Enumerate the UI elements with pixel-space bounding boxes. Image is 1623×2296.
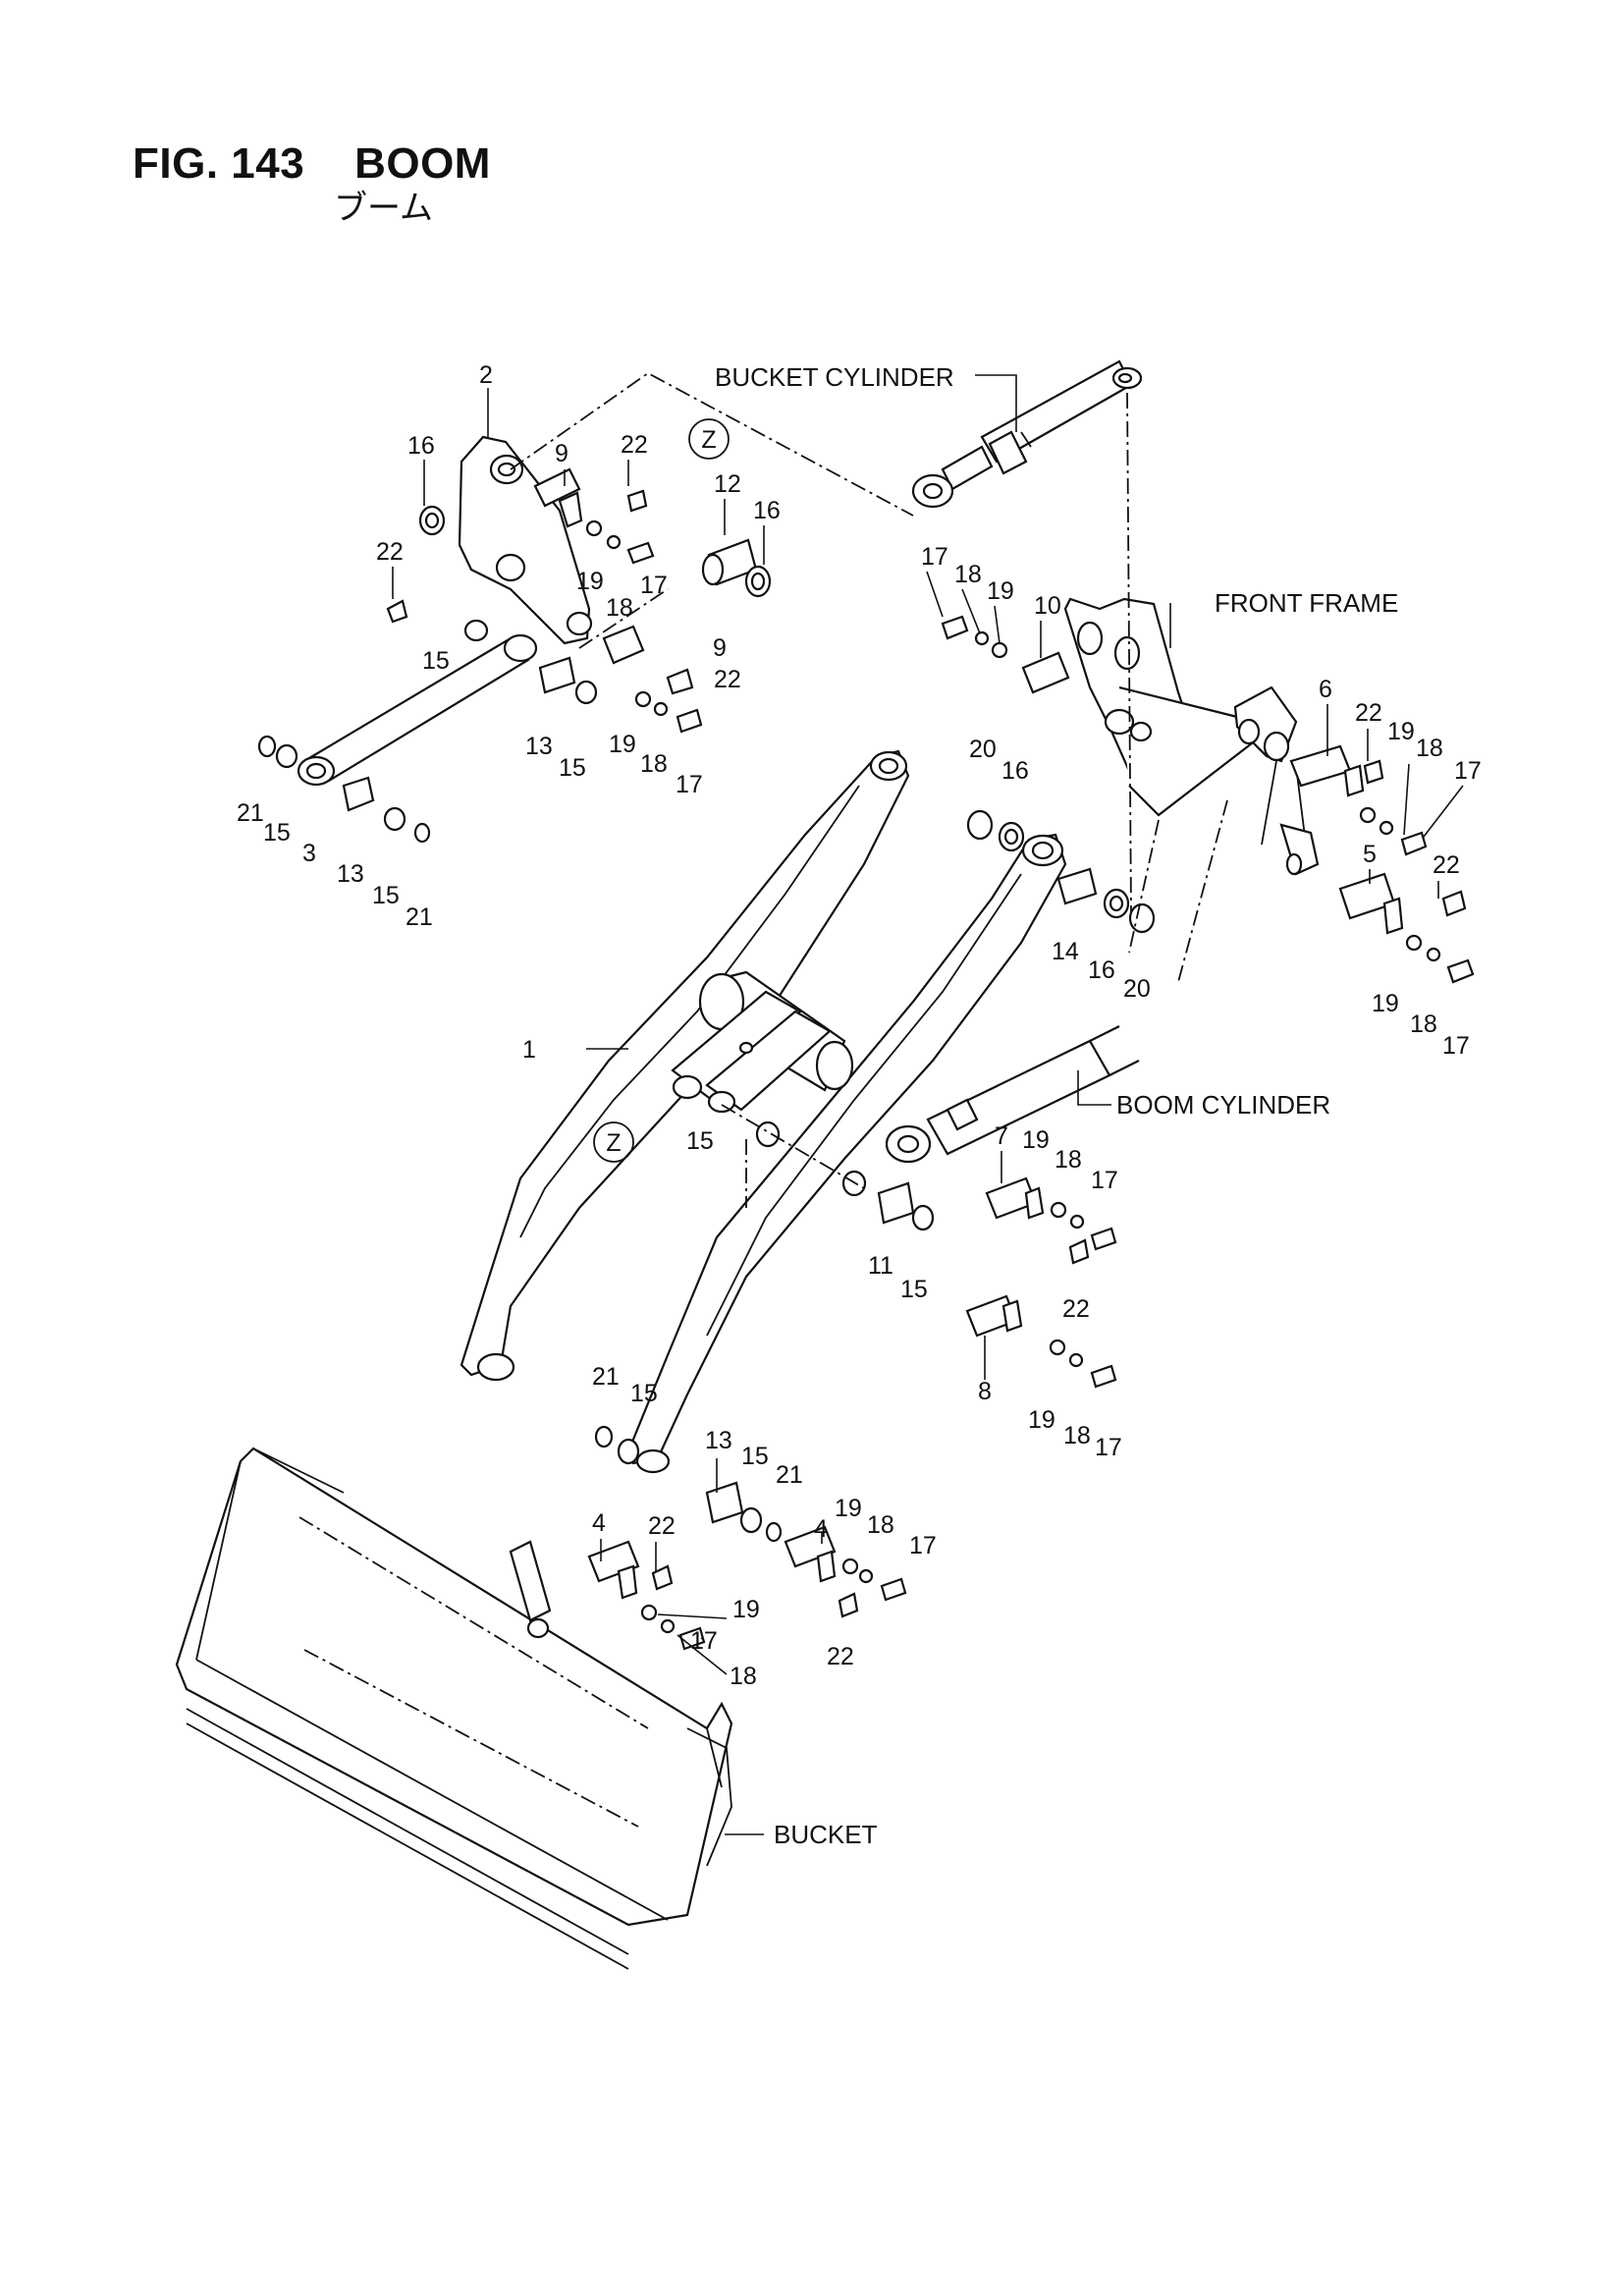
figure-subtitle: ブーム [334, 189, 433, 228]
alignment-lines [510, 371, 1228, 1208]
callout-22: 22 [714, 666, 741, 693]
callout-22: 22 [621, 431, 648, 459]
callout-22: 22 [648, 1512, 676, 1540]
callout-21: 21 [592, 1363, 620, 1391]
bucket-cylinder-label: BUCKET CYLINDER [715, 362, 954, 392]
hardware-parts [257, 467, 1475, 1651]
callout-19: 19 [1387, 718, 1415, 745]
detail-marker-z-lower: Z [593, 1121, 634, 1163]
callout-22: 22 [827, 1643, 854, 1670]
callout-numbers: 1 2 3 4 4 5 6 7 8 9 9 10 11 12 13 13 13 … [237, 361, 1482, 1690]
callout-7: 7 [995, 1122, 1008, 1150]
callout-4: 4 [592, 1509, 606, 1537]
bucket-drawing [175, 1447, 733, 1970]
front-frame-label: FRONT FRAME [1215, 588, 1398, 618]
callout-22: 22 [1355, 699, 1382, 727]
detail-marker-label: Z [606, 1129, 621, 1157]
callout-18: 18 [1055, 1146, 1082, 1174]
callout-21: 21 [406, 903, 433, 931]
callout-15: 15 [422, 647, 450, 675]
callout-19: 19 [1022, 1126, 1050, 1154]
leader-lines [487, 374, 1171, 1835]
callout-9: 9 [713, 634, 727, 662]
callout-22: 22 [1062, 1295, 1090, 1323]
callout-17: 17 [640, 572, 668, 599]
callout-16: 16 [753, 497, 781, 524]
callout-17: 17 [921, 543, 948, 571]
detail-marker-label: Z [701, 426, 716, 454]
callout-1: 1 [522, 1036, 536, 1064]
callout-16: 16 [407, 432, 435, 460]
callout-18: 18 [954, 561, 982, 588]
callout-19: 19 [732, 1596, 760, 1623]
callout-4: 4 [814, 1515, 828, 1543]
callout-14: 14 [1052, 938, 1079, 965]
callout-9: 9 [555, 440, 568, 467]
callout-18: 18 [867, 1511, 894, 1539]
callout-18: 18 [1410, 1011, 1437, 1038]
callout-19: 19 [576, 568, 604, 595]
callout-18: 18 [730, 1663, 757, 1690]
boom-arm-drawing [460, 749, 1067, 1474]
callout-21: 21 [776, 1461, 803, 1489]
callout-11: 11 [868, 1252, 893, 1280]
callout-17: 17 [1454, 757, 1482, 785]
link-rod-drawing [297, 633, 538, 787]
callout-18: 18 [606, 594, 633, 622]
detail-marker-z-upper: Z [688, 418, 730, 460]
callout-19: 19 [1028, 1406, 1055, 1434]
callout-15: 15 [559, 754, 586, 782]
callout-15: 15 [630, 1380, 658, 1407]
bucket-label: BUCKET [774, 1820, 878, 1849]
callout-15: 15 [372, 882, 400, 909]
callout-8: 8 [978, 1378, 992, 1405]
callout-15: 15 [686, 1127, 714, 1155]
callout-17: 17 [1091, 1167, 1118, 1194]
callout-19: 19 [1372, 990, 1399, 1017]
callout-17: 17 [1095, 1434, 1122, 1461]
callout-19: 19 [609, 731, 636, 758]
callout-16: 16 [1001, 757, 1029, 785]
callout-2: 2 [479, 361, 493, 389]
callout-19: 19 [987, 577, 1014, 605]
callout-ticks [392, 460, 1464, 1675]
callout-17: 17 [909, 1532, 937, 1559]
figure-title: FIG. 143 BOOM [133, 139, 491, 188]
callout-13: 13 [337, 860, 364, 888]
callout-10: 10 [1034, 592, 1061, 620]
callout-5: 5 [1363, 841, 1377, 868]
callout-21: 21 [237, 799, 264, 827]
callout-16: 16 [1088, 957, 1115, 984]
callout-13: 13 [705, 1427, 732, 1454]
boom-cylinder-drawing [926, 1025, 1140, 1156]
front-frame-drawing [1063, 597, 1320, 876]
callout-15: 15 [263, 819, 291, 847]
callout-17: 17 [690, 1627, 718, 1655]
callout-18: 18 [1416, 735, 1443, 762]
callout-18: 18 [1063, 1422, 1091, 1449]
callout-12: 12 [714, 470, 741, 498]
bucket-cylinder-drawing [911, 359, 1143, 509]
callout-20: 20 [969, 736, 997, 763]
callout-15: 15 [741, 1443, 769, 1470]
bellcrank-drawing [458, 435, 593, 645]
callout-17: 17 [676, 771, 703, 798]
callout-18: 18 [640, 750, 668, 778]
callout-15: 15 [900, 1276, 928, 1303]
callout-20: 20 [1123, 975, 1151, 1003]
boom-cylinder-label: BOOM CYLINDER [1116, 1090, 1330, 1120]
callout-22: 22 [376, 538, 404, 566]
callout-13: 13 [525, 733, 553, 760]
callout-3: 3 [302, 840, 316, 867]
callout-17: 17 [1442, 1032, 1470, 1060]
title-block: FIG. 143 BOOM ブーム [133, 139, 491, 228]
callout-19: 19 [835, 1495, 862, 1522]
callout-22: 22 [1433, 851, 1460, 879]
callout-6: 6 [1319, 676, 1332, 703]
